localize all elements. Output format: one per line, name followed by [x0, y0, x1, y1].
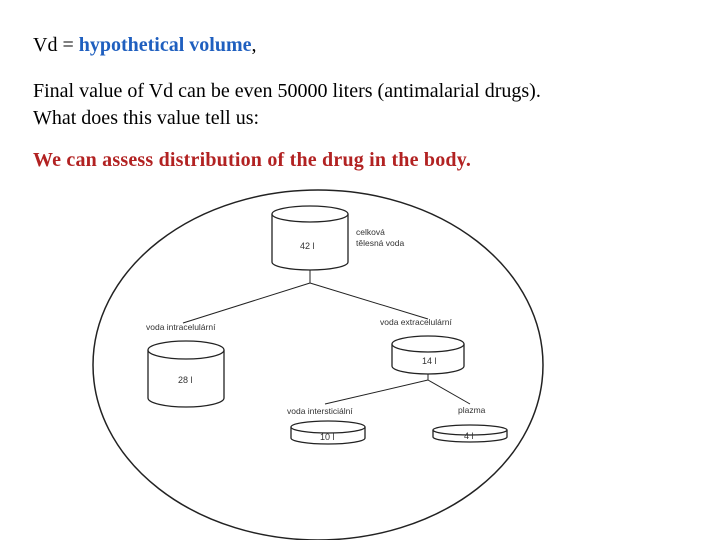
body-ellipse — [92, 189, 544, 540]
interstitial-cylinder — [290, 420, 366, 445]
plasma-label: plazma — [458, 405, 486, 415]
total-water-value: 42 l — [300, 241, 315, 251]
vd-prefix: Vd = — [33, 34, 79, 56]
question-line: What does this value tell us: — [33, 107, 260, 129]
vd-suffix: , — [251, 34, 257, 56]
total-water-label-1: celková — [356, 227, 385, 237]
extracellular-value: 14 l — [422, 356, 437, 366]
interstitial-value: 10 l — [320, 432, 335, 442]
assessment-line: We can assess distribution of the drug i… — [33, 149, 472, 171]
vd-definition-line: Vd = hypothetical volume, — [33, 33, 257, 57]
intracellular-label: voda intracelulární — [146, 322, 216, 332]
distribution-branches — [182, 270, 471, 405]
plasma-cylinder — [432, 424, 508, 443]
plasma-value: 4 l — [464, 431, 474, 441]
interstitial-label: voda intersticiální — [287, 406, 353, 416]
intracellular-cylinder — [147, 340, 225, 408]
total-water-label-2: tělesná voda — [356, 238, 404, 248]
extracellular-cylinder — [391, 335, 465, 375]
total-water-cylinder — [271, 205, 349, 271]
hypothetical-volume-term: hypothetical volume — [78, 34, 252, 56]
intracellular-value: 28 l — [178, 375, 193, 385]
extracellular-label: voda extracelulární — [380, 317, 452, 327]
vd-final-value-line: Final value of Vd can be even 50000 lite… — [33, 80, 541, 102]
